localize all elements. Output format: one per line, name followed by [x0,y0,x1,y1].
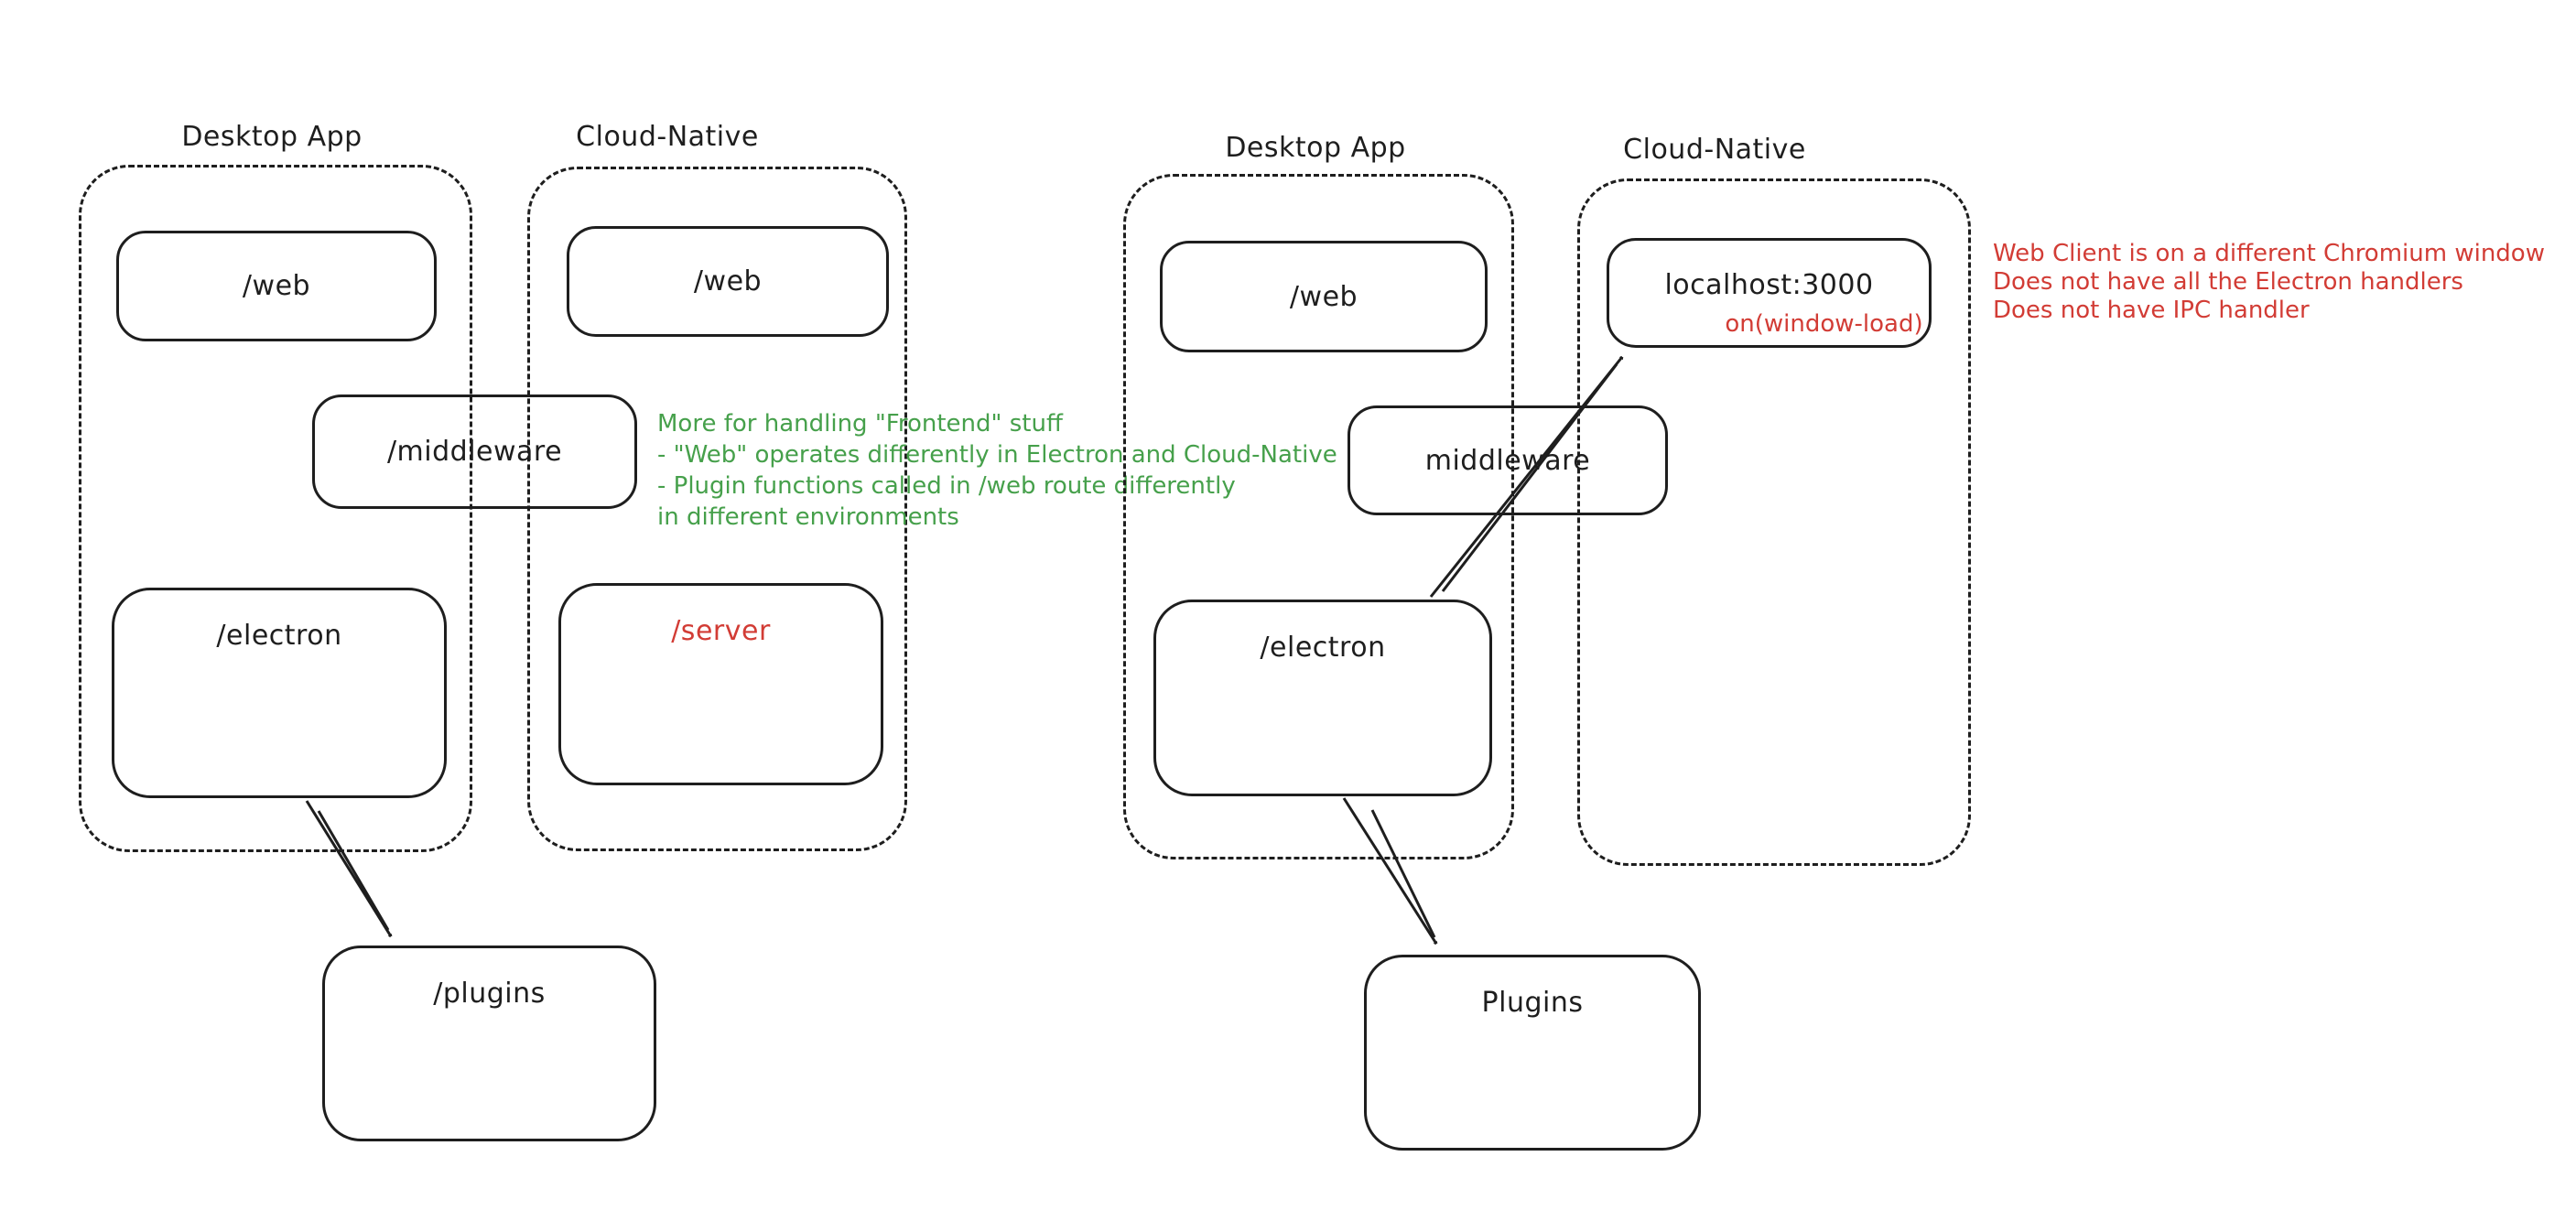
right-desktop-app-title: Desktop App [1225,132,1406,164]
red-note-line-1: Web Client is on a different Chromium wi… [1993,240,2545,267]
right-middleware-label: middleware [1424,444,1591,477]
left-middleware-label: /middleware [386,436,563,468]
green-note-line-1: More for handling "Frontend" stuff [657,410,1063,438]
left-server-label: /server [671,615,771,647]
left-server-box: /server [558,583,883,785]
left-cloud-native-title: Cloud-Native [576,121,759,153]
left-middleware-box: /middleware [312,394,637,509]
left-electron-box: /electron [112,588,447,798]
right-desktop-web-label: /web [1289,280,1358,313]
left-plugins-label: /plugins [433,978,546,1010]
red-note-line-3: Does not have IPC handler [1993,297,2310,324]
left-electron-label: /electron [216,620,342,652]
left-plugins-box: /plugins [322,946,656,1141]
right-desktop-web-box: /web [1160,241,1488,352]
red-note: Web Client is on a different Chromium wi… [1993,240,2545,325]
right-window-load-label: on(window-load) [1725,309,1923,338]
left-desktop-web-label: /web [242,270,311,302]
right-plugins-box: Plugins [1364,955,1701,1151]
right-cloud-native-title: Cloud-Native [1623,134,1806,166]
left-desktop-web-box: /web [116,231,437,341]
right-electron-label: /electron [1260,632,1386,664]
right-middleware-box: middleware [1348,405,1668,515]
left-cloud-native-container [527,167,907,851]
green-note-line-3: - Plugin functions called in /web route … [657,472,1236,500]
green-note-line-2: - "Web" operates differently in Electron… [657,441,1337,469]
right-localhost-box: localhost:3000 on(window-load) [1607,238,1932,348]
right-plugins-label: Plugins [1481,987,1584,1019]
right-localhost-label: localhost:3000 [1664,268,1874,301]
left-cloud-web-box: /web [567,226,889,337]
left-cloud-web-label: /web [693,265,763,297]
red-note-line-2: Does not have all the Electron handlers [1993,268,2463,296]
green-note: More for handling "Frontend" stuff - "We… [657,408,1337,533]
right-electron-box: /electron [1153,600,1492,796]
green-note-line-4: in different environments [657,503,959,531]
left-desktop-app-title: Desktop App [181,121,363,153]
